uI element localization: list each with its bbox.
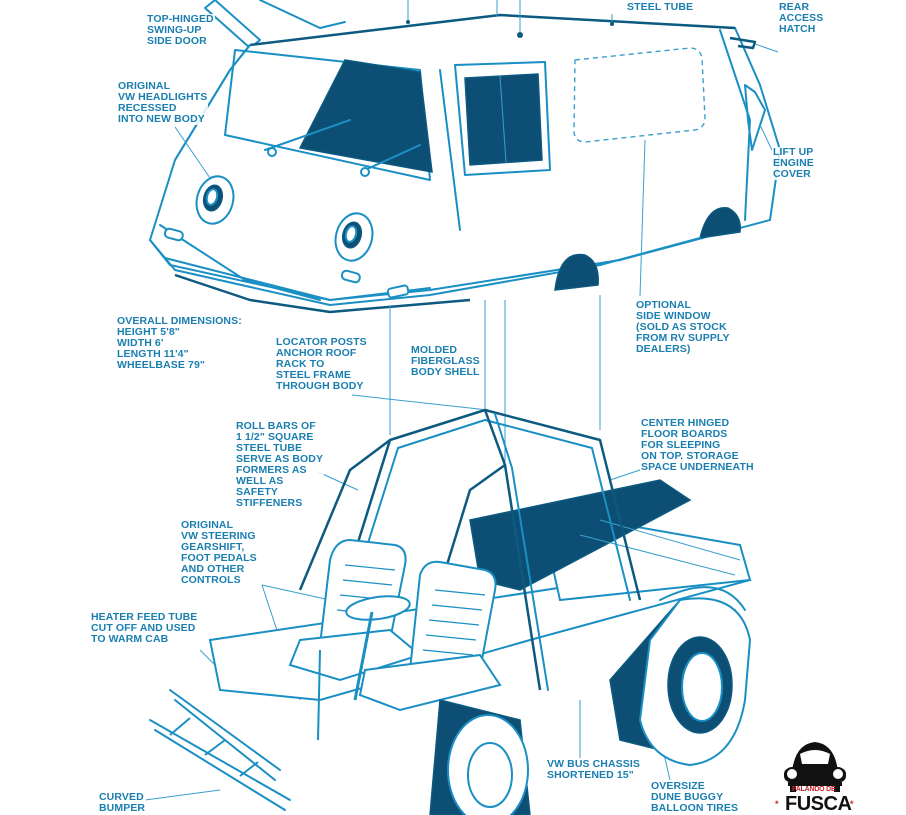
label-overall-dimensions: OVERALL DIMENSIONS: HEIGHT 5'8" WIDTH 6'… xyxy=(116,315,243,371)
label-tires: OVERSIZE DUNE BUGGY BALLOON TIRES xyxy=(650,780,740,814)
watermark-main-text: FUSCA xyxy=(785,793,852,815)
label-rear-access-hatch: REAR ACCESS HATCH xyxy=(778,1,825,35)
leader-lines xyxy=(144,43,779,801)
label-engine-cover: LIFT UP ENGINE COVER xyxy=(772,146,815,180)
watermark-star-icon: * xyxy=(775,799,779,809)
watermark-star-icon: * xyxy=(850,799,854,809)
chassis-frame xyxy=(149,408,752,815)
label-steel-tube-top: STEEL TUBE xyxy=(626,1,695,13)
label-side-door: TOP-HINGED SWING-UP SIDE DOOR xyxy=(146,13,215,47)
label-heater-feed-tube: HEATER FEED TUBE CUT OFF AND USED TO WAR… xyxy=(90,611,199,645)
label-controls: ORIGINAL VW STEERING GEARSHIFT, FOOT PED… xyxy=(180,519,258,586)
label-body-shell: MOLDED FIBERGLASS BODY SHELL xyxy=(410,344,481,378)
label-chassis: VW BUS CHASSIS SHORTENED 15" xyxy=(546,758,641,781)
beetle-logo-icon xyxy=(784,742,846,792)
label-headlights: ORIGINAL VW HEADLIGHTS RECESSED INTO NEW… xyxy=(117,80,209,125)
body-shell xyxy=(148,0,782,314)
label-locator-posts: LOCATOR POSTS ANCHOR ROOF RACK TO STEEL … xyxy=(275,336,368,392)
label-side-window: OPTIONAL SIDE WINDOW (SOLD AS STOCK FROM… xyxy=(635,299,731,355)
label-bumper: CURVED BUMPER xyxy=(98,791,147,814)
watermark-top-text: FALANDO DE xyxy=(792,786,836,793)
label-roll-bars: ROLL BARS OF 1 1/2" SQUARE STEEL TUBE SE… xyxy=(235,420,325,509)
label-floor-boards: CENTER HINGED FLOOR BOARDS FOR SLEEPING … xyxy=(640,417,755,473)
